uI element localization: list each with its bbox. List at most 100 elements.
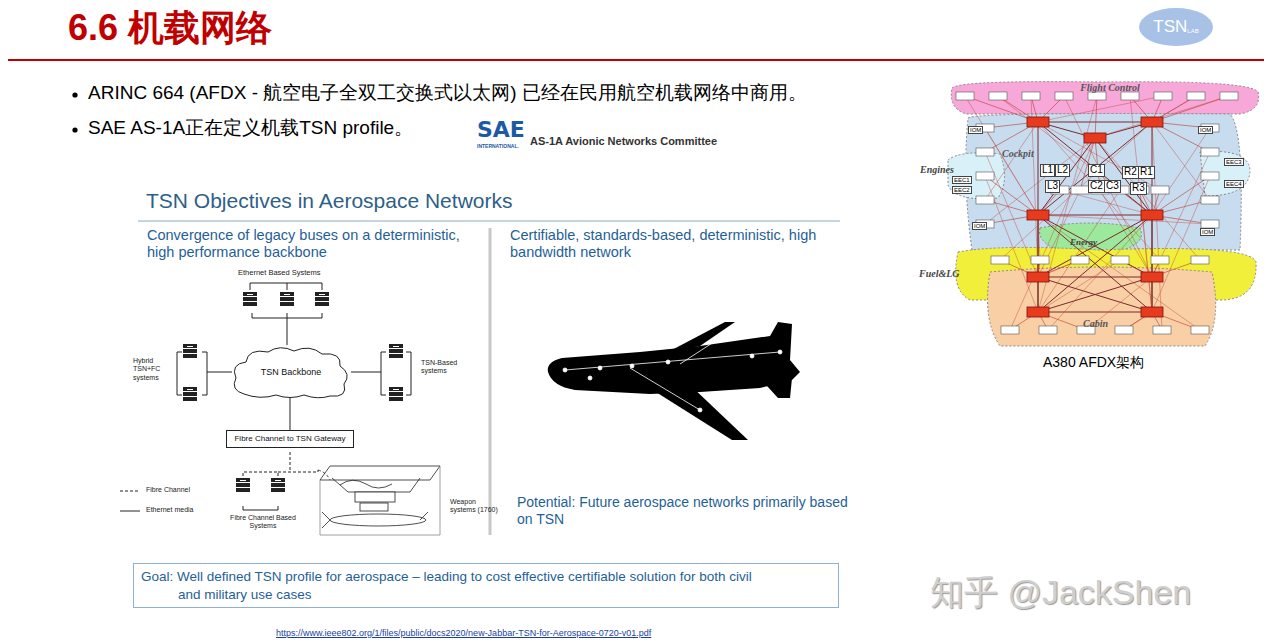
trunk-link xyxy=(1038,122,1152,215)
server-led xyxy=(187,389,193,390)
region-label: Flight Control xyxy=(1080,83,1140,93)
server-slot xyxy=(183,397,197,401)
node-text: TSN xyxy=(1153,17,1187,37)
trunk-link xyxy=(1038,312,1152,313)
server-slot xyxy=(315,302,329,306)
server-slot xyxy=(183,349,197,353)
end-system xyxy=(1191,256,1209,264)
unit-label: EEC2 xyxy=(952,186,972,194)
watermark: 知乎 @JackShen xyxy=(930,572,1191,613)
es-link xyxy=(1010,138,1095,330)
es-link xyxy=(985,122,1038,200)
server-slot xyxy=(389,397,403,401)
es-link xyxy=(1038,122,1160,260)
server-slot xyxy=(389,392,403,396)
bullet-text: SAE AS-1A正在定义机载TSN profile。 xyxy=(88,117,488,140)
region-label: Cockpit xyxy=(1002,148,1034,160)
end-system xyxy=(1088,92,1106,100)
title-rule xyxy=(8,59,1264,61)
unit-label: IOM xyxy=(1200,228,1215,236)
trunk-link xyxy=(1038,122,1039,215)
legend-sample-dashed xyxy=(120,491,140,492)
logo-text: INTERNATIONAL. xyxy=(477,143,519,149)
end-system xyxy=(1121,92,1139,100)
end-system xyxy=(956,92,974,100)
end-system xyxy=(1220,92,1238,100)
end-system xyxy=(1115,326,1133,334)
server-slot xyxy=(389,349,403,353)
end-system xyxy=(1031,256,1049,264)
end-system xyxy=(1201,220,1219,228)
group-label: Fibre Channel Based Systems xyxy=(228,514,298,531)
server-slot xyxy=(236,483,250,487)
server-slot xyxy=(389,387,403,391)
node-text: TSN Backbone xyxy=(261,367,322,378)
trunk-link xyxy=(1038,122,1152,123)
afdx-switch xyxy=(1141,272,1163,282)
server-slot xyxy=(183,392,197,396)
server-slot xyxy=(236,478,250,482)
end-system xyxy=(989,92,1007,100)
end-system xyxy=(976,172,994,180)
weapon-illustration xyxy=(318,466,440,535)
airplane-silhouette xyxy=(548,322,800,440)
bullet-dot xyxy=(72,92,77,97)
divider xyxy=(489,228,492,535)
server-slot xyxy=(315,297,329,301)
server-slot xyxy=(280,297,294,301)
es-link xyxy=(965,96,1038,215)
heading-rule xyxy=(138,221,840,222)
afdx-switch xyxy=(1084,133,1106,143)
end-system xyxy=(1187,92,1205,100)
group-label: Hybrid TSN+FC systems xyxy=(133,357,175,382)
connector-line xyxy=(289,396,290,430)
server-slot xyxy=(243,302,257,306)
display-label: R1 xyxy=(1138,166,1155,179)
server-slot xyxy=(183,344,197,348)
end-system xyxy=(1154,92,1172,100)
trunk-link xyxy=(1038,277,1152,312)
end-system xyxy=(1201,148,1219,156)
afdx-switch xyxy=(1141,117,1163,127)
logo-text: SAE xyxy=(477,117,525,143)
server-slot xyxy=(271,478,285,482)
afdx-switch xyxy=(1141,210,1163,220)
end-system xyxy=(1039,326,1057,334)
trunk-link xyxy=(1038,215,1152,216)
es-link xyxy=(1140,190,1152,312)
column-note: Potential: Future aerospace networks pri… xyxy=(517,494,857,528)
afdx-switch xyxy=(1027,210,1049,220)
es-link xyxy=(1095,138,1200,260)
server-slot xyxy=(271,483,285,487)
region-label: Cabin xyxy=(1083,318,1108,330)
es-link xyxy=(1095,96,1229,138)
display-label: R2 xyxy=(1122,166,1139,179)
server-slot xyxy=(280,302,294,306)
bracket-lines xyxy=(177,283,411,510)
display-label: C2 xyxy=(1088,180,1105,193)
unit-label: EEC4 xyxy=(1224,180,1244,188)
es-link xyxy=(985,138,1095,224)
server-slot xyxy=(243,292,257,296)
end-system xyxy=(1201,172,1219,180)
es-link xyxy=(998,96,1152,215)
gateway-box: Fibre Channel to TSN Gateway xyxy=(226,430,353,448)
node-text: Fibre Channel to TSN Gateway xyxy=(234,434,345,444)
column-heading: Convergence of legacy buses on a determi… xyxy=(147,227,477,262)
trunk-link xyxy=(1038,277,1152,278)
afdx-links xyxy=(956,92,1238,334)
display-label: C3 xyxy=(1104,180,1121,193)
server-slot xyxy=(183,354,197,358)
goal-box: Goal: Well defined TSN profile for aeros… xyxy=(133,563,839,608)
unit-label: IOM xyxy=(1198,126,1213,134)
region-label: Fuel&LG xyxy=(919,268,960,280)
server-slot xyxy=(389,354,403,358)
unit-label: IOM xyxy=(972,222,987,230)
logo-caption: AS-1A Avionic Networks Committee xyxy=(530,135,717,148)
server-led xyxy=(187,346,193,347)
server-icons xyxy=(183,292,403,492)
server-slot xyxy=(280,292,294,296)
afdx-switch xyxy=(1141,307,1163,317)
afdx-switch xyxy=(1027,117,1049,127)
column-heading: Certifiable, standards-based, determinis… xyxy=(510,227,840,262)
